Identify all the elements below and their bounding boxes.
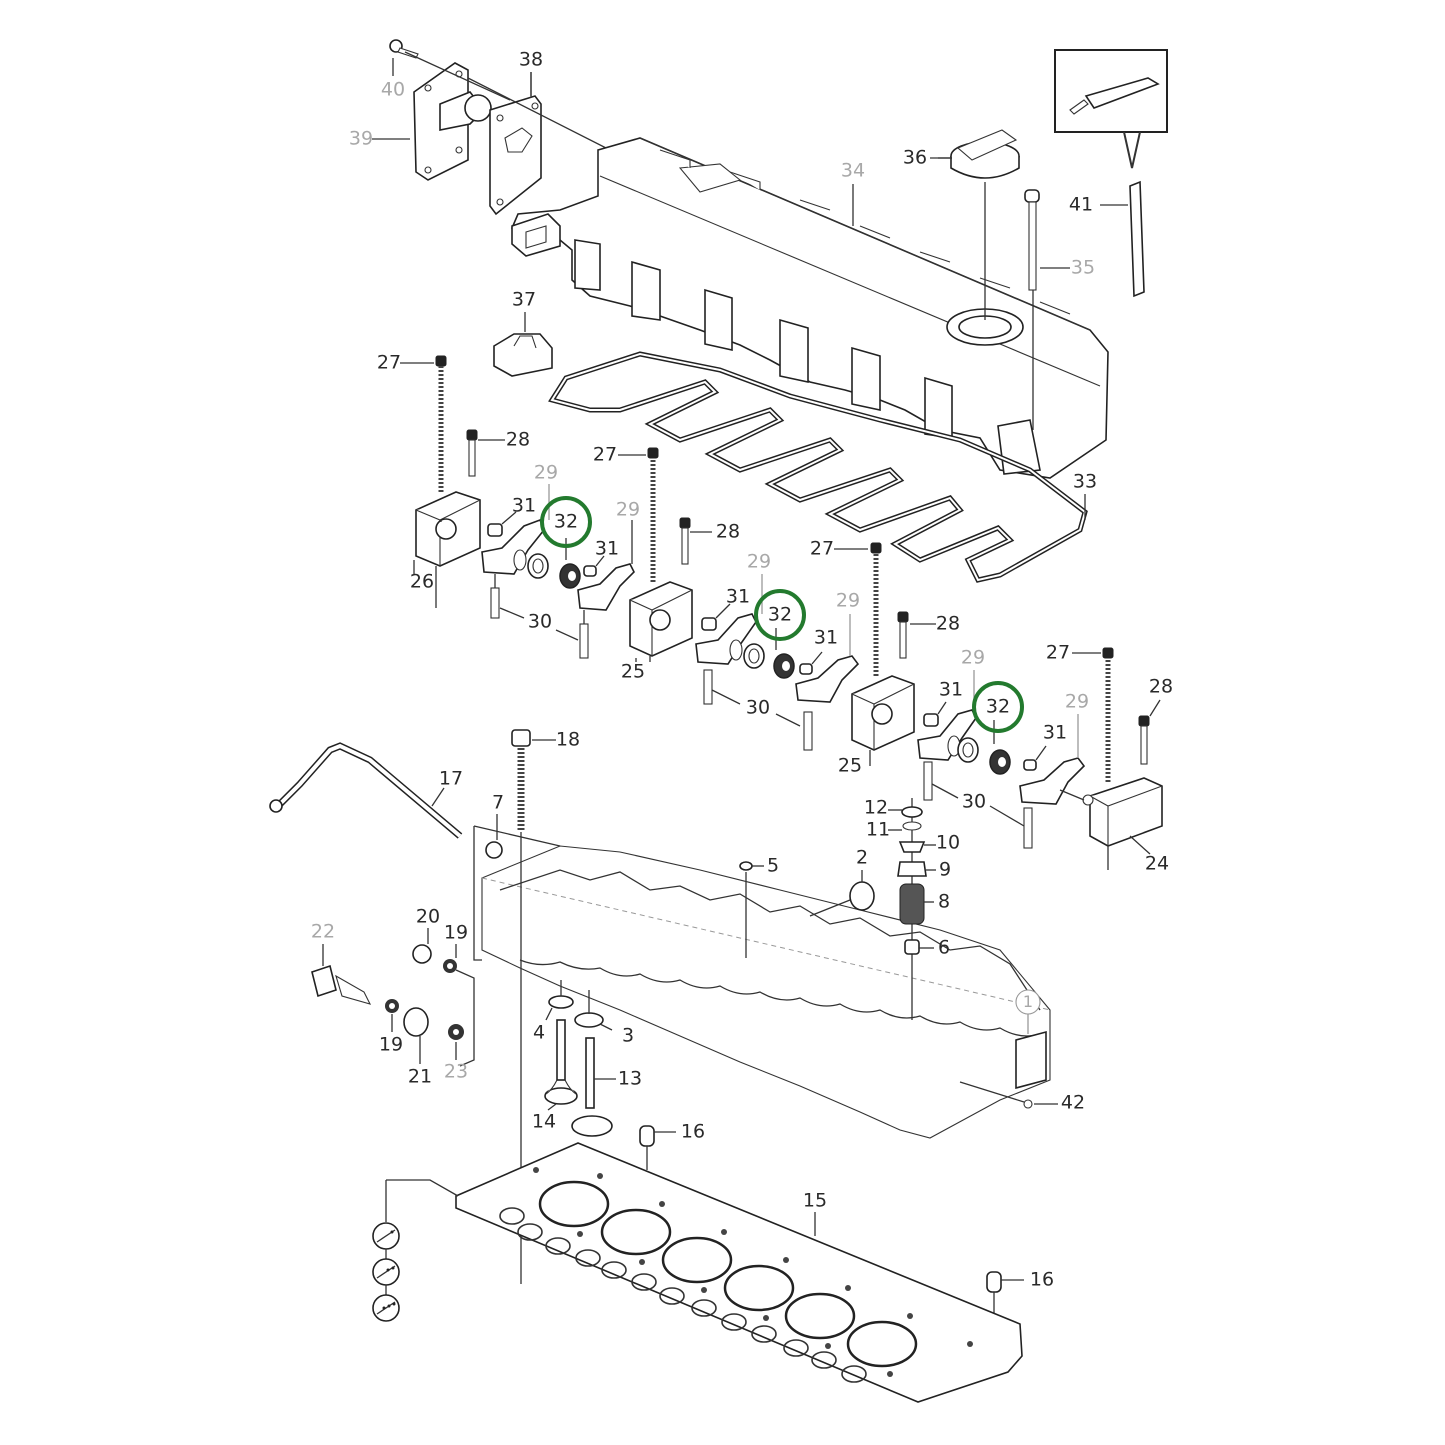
callout-23: 23 bbox=[443, 1060, 469, 1083]
callout-6: 6 bbox=[937, 936, 951, 959]
callout-29: 29 bbox=[960, 646, 986, 669]
plug-5-icon bbox=[739, 861, 764, 958]
valves-group bbox=[544, 980, 616, 1137]
callout-1-circled: 1 bbox=[1022, 992, 1034, 1011]
valve-cover-34-icon bbox=[510, 137, 1109, 479]
callout-26: 26 bbox=[409, 570, 435, 593]
cover-gasket-33-icon bbox=[548, 351, 1088, 583]
callout-24: 24 bbox=[1144, 852, 1170, 875]
bolt-40-icon bbox=[389, 39, 419, 76]
highlight-circle-32 bbox=[540, 496, 592, 548]
callout-28: 28 bbox=[715, 520, 741, 543]
leader-lines bbox=[440, 72, 952, 522]
callout-31: 31 bbox=[725, 585, 751, 608]
callout-8: 8 bbox=[937, 890, 951, 913]
callout-19: 19 bbox=[443, 921, 469, 944]
sealant-bead-41-icon bbox=[1100, 180, 1145, 298]
callout-25: 25 bbox=[837, 754, 863, 777]
callout-10: 10 bbox=[935, 831, 961, 854]
rocker-assembly-3 bbox=[834, 542, 1086, 849]
bolt-35-icon bbox=[1024, 189, 1070, 430]
callout-37: 37 bbox=[511, 288, 537, 311]
plug-42-icon bbox=[959, 1081, 1058, 1109]
callout-27: 27 bbox=[376, 351, 402, 374]
callout-30: 30 bbox=[527, 610, 553, 633]
callout-16: 16 bbox=[680, 1120, 706, 1143]
dowel-16a-icon bbox=[639, 1125, 676, 1170]
callout-31: 31 bbox=[1042, 721, 1068, 744]
callout-13: 13 bbox=[617, 1067, 643, 1090]
rocker-assembly-1 bbox=[400, 355, 635, 659]
callout-28: 28 bbox=[505, 428, 531, 451]
callout-31: 31 bbox=[813, 626, 839, 649]
callout-42: 42 bbox=[1060, 1091, 1086, 1114]
callout-30: 30 bbox=[961, 790, 987, 813]
glow-plug-17-icon bbox=[269, 742, 463, 839]
callout-25: 25 bbox=[620, 660, 646, 683]
callout-38: 38 bbox=[518, 48, 544, 71]
callout-17: 17 bbox=[438, 767, 464, 790]
oil-cap-36-icon bbox=[930, 129, 1020, 320]
bracket-37-icon bbox=[493, 312, 553, 377]
callout-29: 29 bbox=[746, 550, 772, 573]
callout-31: 31 bbox=[938, 678, 964, 701]
callout-7: 7 bbox=[491, 791, 505, 814]
callout-2: 2 bbox=[855, 846, 869, 869]
callout-29: 29 bbox=[835, 589, 861, 612]
callout-14: 14 bbox=[531, 1110, 557, 1133]
callout-28: 28 bbox=[935, 612, 961, 635]
highlight-circle-32 bbox=[972, 681, 1024, 733]
callout-11: 11 bbox=[865, 818, 891, 841]
callout-27: 27 bbox=[809, 537, 835, 560]
cylinder-head-1-icon bbox=[473, 825, 1051, 1139]
callout-33: 33 bbox=[1072, 470, 1098, 493]
callout-30: 30 bbox=[745, 696, 771, 719]
callout-18: 18 bbox=[555, 728, 581, 751]
callout-9: 9 bbox=[938, 858, 952, 881]
sensor-group bbox=[311, 928, 475, 1067]
callout-5: 5 bbox=[766, 854, 780, 877]
gasket-38-icon bbox=[404, 51, 611, 216]
callout-19: 19 bbox=[378, 1033, 404, 1056]
highlight-circle-32 bbox=[754, 589, 806, 641]
gasket-variant-symbols bbox=[372, 1222, 400, 1322]
callout-41: 41 bbox=[1068, 193, 1094, 216]
callout-15: 15 bbox=[802, 1189, 828, 1212]
rocker-assembly-2 bbox=[618, 447, 860, 751]
dowel-16b-icon bbox=[986, 1271, 1024, 1318]
callout-36: 36 bbox=[902, 146, 928, 169]
callout-34: 34 bbox=[840, 159, 866, 182]
callout-16: 16 bbox=[1029, 1268, 1055, 1291]
callout-12: 12 bbox=[863, 796, 889, 819]
callout-29: 29 bbox=[615, 498, 641, 521]
plug-2-icon bbox=[809, 870, 875, 917]
rocker-end-block-24 bbox=[1059, 647, 1163, 870]
callout-3: 3 bbox=[621, 1024, 635, 1047]
callout-21: 21 bbox=[407, 1065, 433, 1088]
callout-40: 40 bbox=[380, 78, 406, 101]
callout-29: 29 bbox=[1064, 690, 1090, 713]
callout-28: 28 bbox=[1148, 675, 1174, 698]
callout-39: 39 bbox=[348, 127, 374, 150]
valve-spring-stack bbox=[888, 798, 936, 1020]
callout-27: 27 bbox=[592, 443, 618, 466]
o-ring-7-icon bbox=[485, 814, 503, 859]
sealant-tube-inset bbox=[1054, 49, 1168, 169]
callout-20: 20 bbox=[415, 905, 441, 928]
callout-29: 29 bbox=[533, 461, 559, 484]
callout-31: 31 bbox=[594, 537, 620, 560]
callout-27: 27 bbox=[1045, 641, 1071, 664]
callout-22: 22 bbox=[310, 920, 336, 943]
callout-4: 4 bbox=[532, 1021, 546, 1044]
head-gasket-15-icon bbox=[385, 1142, 1023, 1403]
callout-31: 31 bbox=[511, 494, 537, 517]
callout-35: 35 bbox=[1070, 256, 1096, 279]
